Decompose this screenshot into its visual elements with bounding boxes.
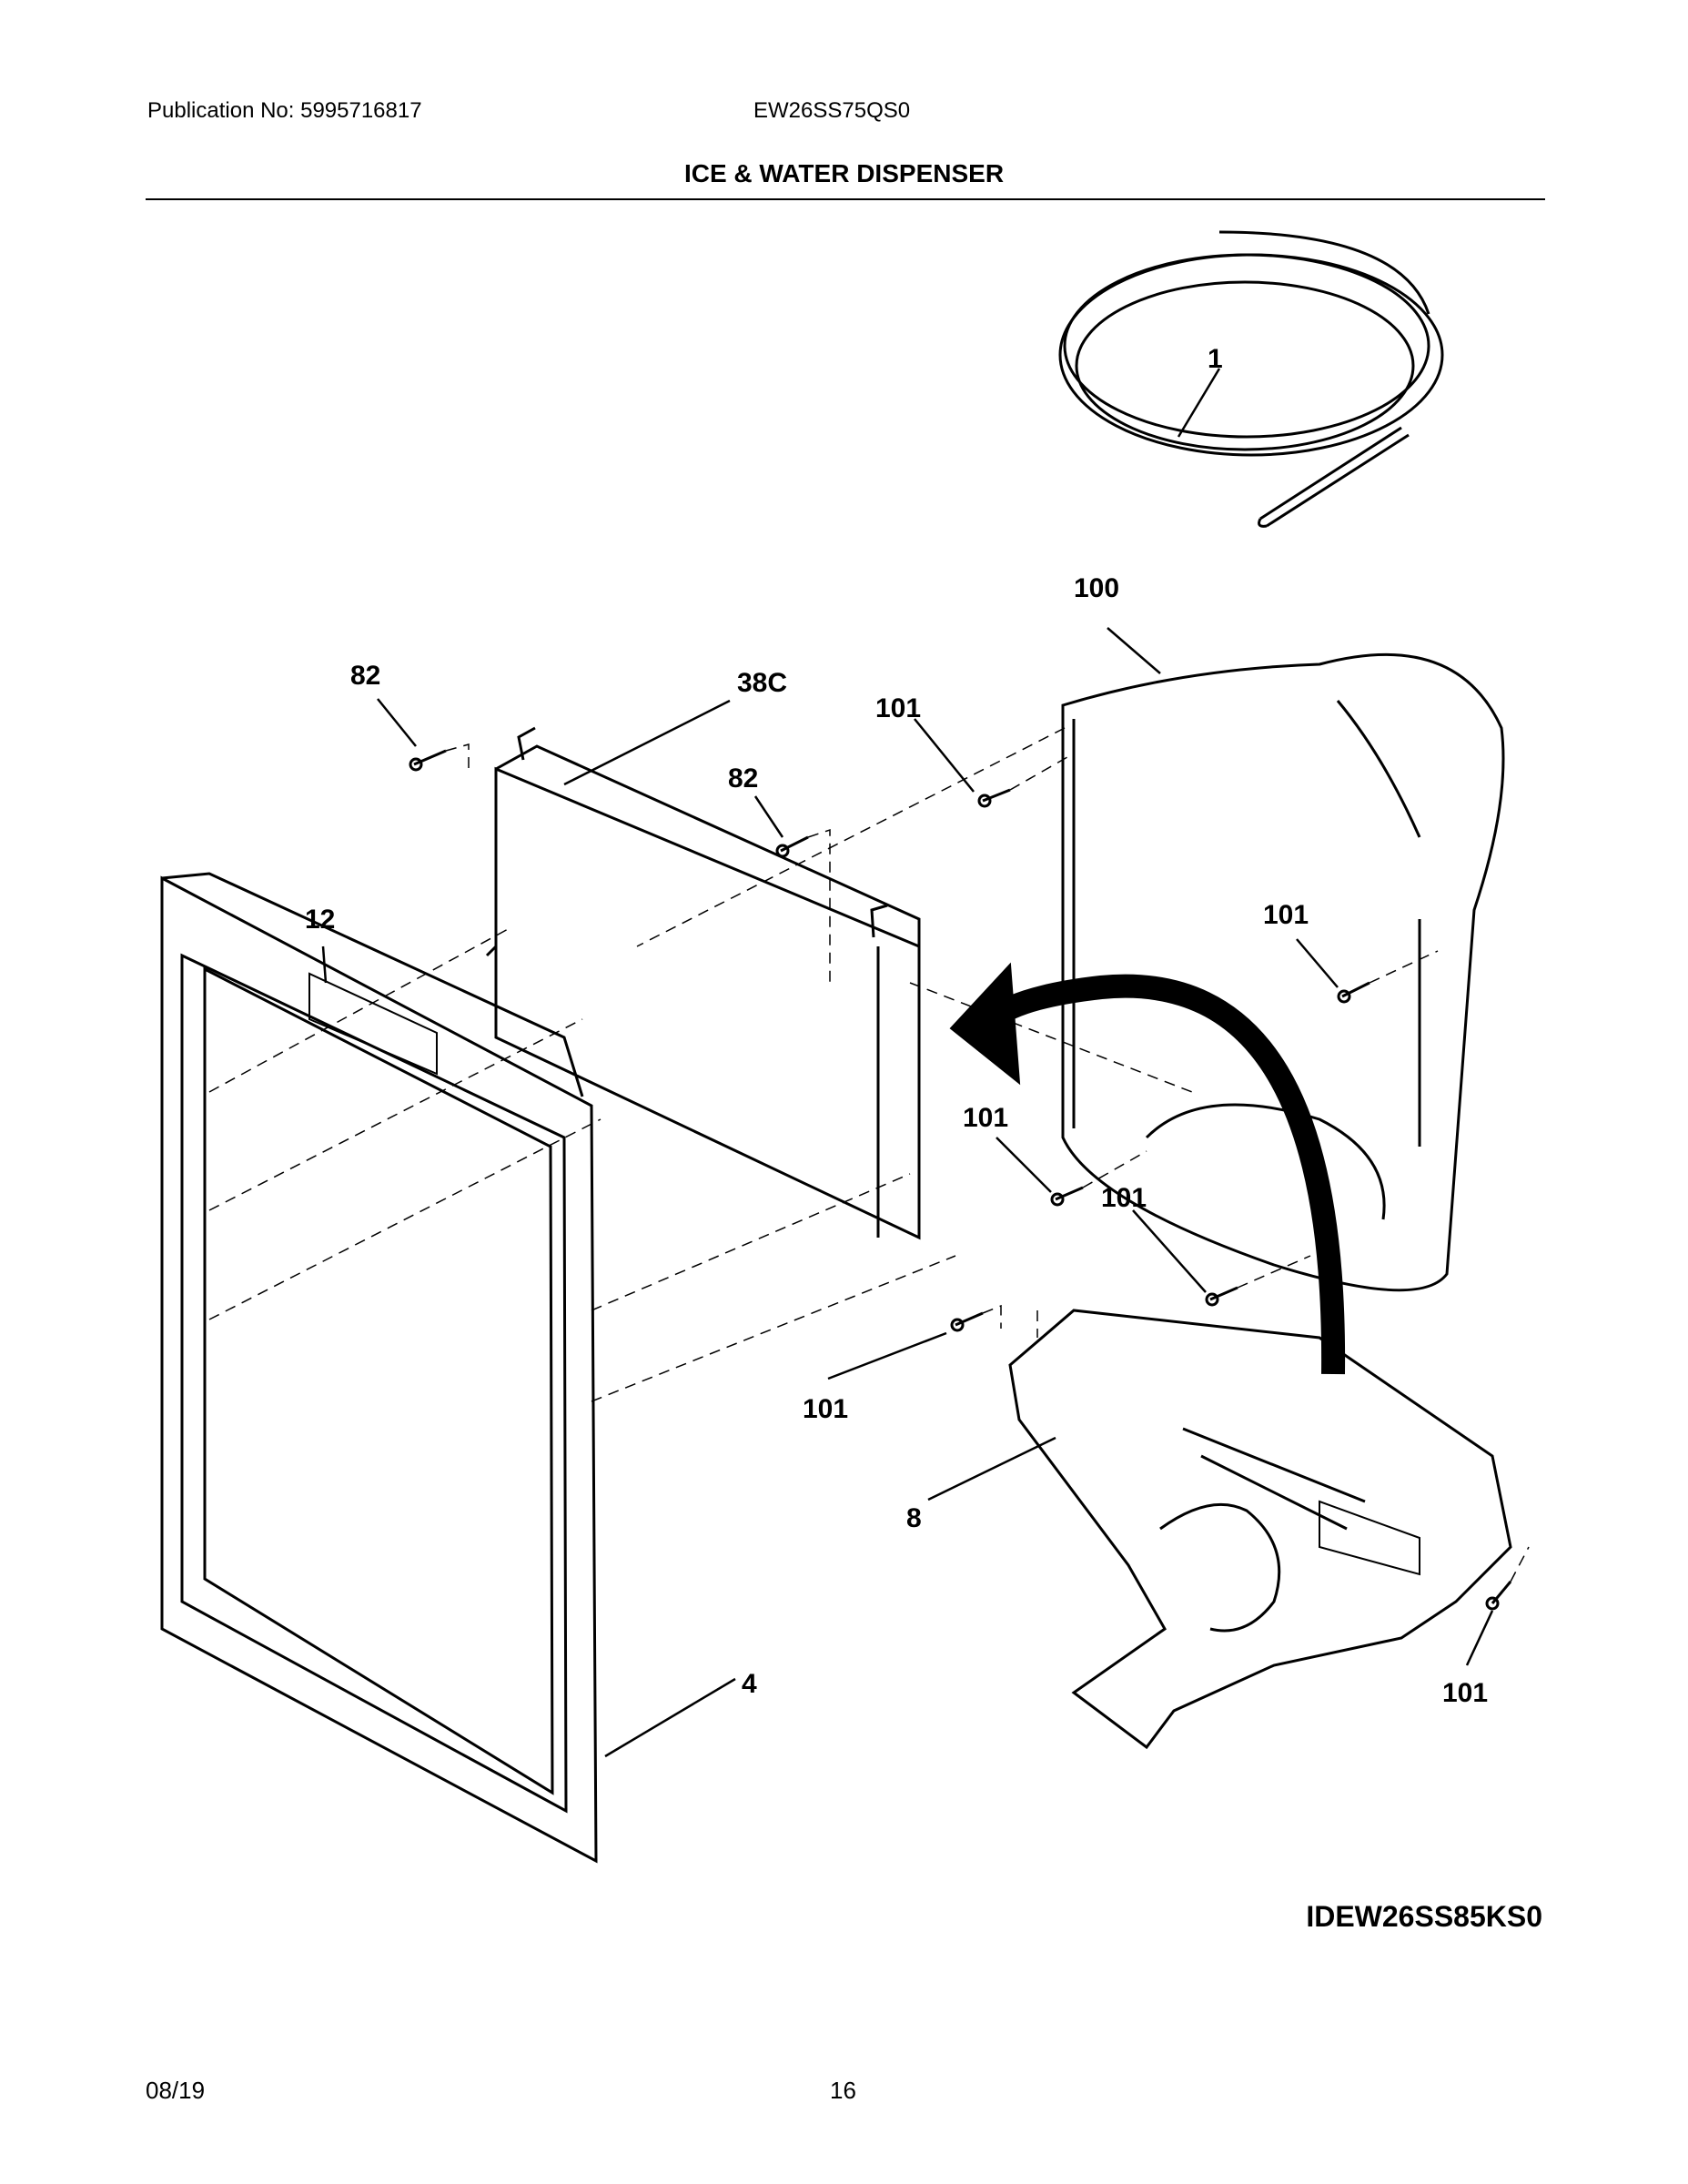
screw-101-lower <box>950 1311 984 1332</box>
direction-arrow <box>949 962 1346 1375</box>
callout-housing: 100 <box>1074 573 1119 603</box>
screw-101-mid <box>1050 1186 1084 1207</box>
screw-82-top <box>409 749 447 772</box>
callout-screw-101-lower: 101 <box>803 1394 848 1424</box>
callout-screw-101-bottom: 101 <box>1442 1678 1488 1708</box>
screw-82-mid <box>775 835 809 858</box>
ice-chute-assembly <box>1008 1309 1512 1750</box>
footer-date: 08/19 <box>146 2077 206 2104</box>
model-number: EW26SS75QS0 <box>753 98 911 123</box>
callout-tubing: 1 <box>1208 344 1223 374</box>
leader-lines <box>321 368 1494 1758</box>
dispenser-housing <box>1061 652 1505 1292</box>
page-title: ICE & WATER DISPENSER <box>683 159 1005 187</box>
screw-101-center <box>1205 1286 1238 1307</box>
callout-screw-82-mid: 82 <box>728 763 758 794</box>
callout-actuator: 8 <box>906 1503 922 1533</box>
callout-screw-101-right: 101 <box>1263 900 1309 930</box>
callout-screw-101-center: 101 <box>1101 1183 1147 1213</box>
callout-screw-101-top: 101 <box>875 693 921 723</box>
screw-101-right <box>1337 981 1370 1004</box>
alignment-lines <box>208 727 1530 1582</box>
water-tubing-coil <box>1058 230 1444 528</box>
callout-trim: 12 <box>305 905 335 935</box>
screw-101-bottom <box>1485 1581 1512 1611</box>
dispenser-frame <box>160 872 598 1864</box>
callout-panel: 38C <box>737 668 787 698</box>
diagram-id: IDEW26SS85KS0 <box>1306 1900 1542 1933</box>
callout-screw-101-mid: 101 <box>963 1103 1008 1133</box>
control-panel-board <box>485 726 921 1240</box>
screw-101-top <box>977 788 1011 808</box>
header-divider <box>146 198 1545 200</box>
publication-number: Publication No: 5995716817 <box>147 98 422 123</box>
page-number: 16 <box>830 2077 856 2104</box>
callout-screw-82-top: 82 <box>350 661 380 691</box>
callout-frame: 4 <box>742 1669 757 1699</box>
